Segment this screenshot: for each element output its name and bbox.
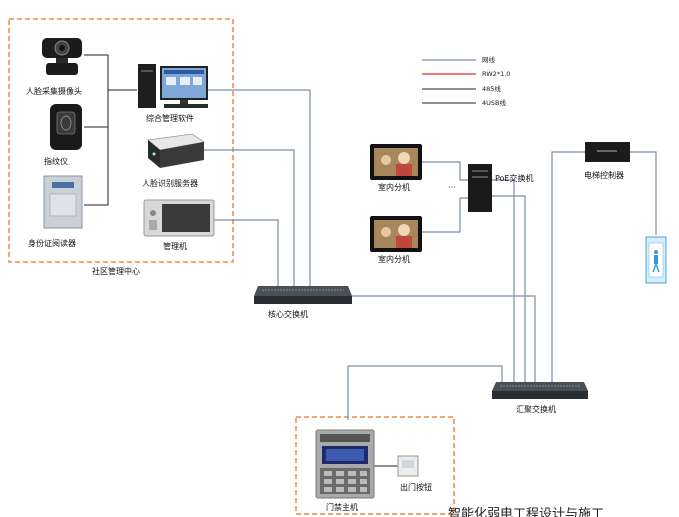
legend-label-network: 网线	[482, 55, 496, 64]
id-reader-icon	[43, 175, 83, 229]
computer-icon	[138, 64, 208, 108]
core-switch-icon	[254, 286, 352, 304]
core-switch-label: 核心交换机	[268, 309, 308, 319]
id-reader-label: 身份证阅读器	[28, 238, 76, 248]
network-links	[200, 89, 657, 420]
legend: 网线 RW2*1.0 485线 4USB线	[422, 55, 510, 107]
exit-button-icon	[397, 455, 419, 477]
poe-switch-icon	[468, 164, 492, 212]
elevator-controller-label: 电梯控制器	[584, 170, 624, 180]
elevator-icon	[645, 236, 667, 284]
legend-label-485: 485线	[482, 84, 501, 93]
face-camera-label: 人脸采集摄像头	[26, 86, 82, 96]
community-center-label: 社区管理中心	[92, 266, 140, 276]
aggregation-switch-icon	[492, 382, 588, 399]
fingerprint-label: 指纹仪	[44, 156, 68, 166]
legend-label-rw: RW2*1.0	[482, 70, 510, 78]
legend-label-usb: 4USB线	[482, 98, 506, 107]
watermark: 智能化弱电工程设计与施工	[448, 507, 604, 517]
dots-label: ···	[448, 183, 456, 192]
elevator-controller-icon	[585, 142, 630, 162]
poe-switch-label: PoE交换机	[495, 173, 534, 183]
manager-terminal-icon	[143, 199, 215, 237]
indoor-unit-1-icon	[370, 144, 422, 180]
indoor-unit-2-label: 室内分机	[378, 254, 410, 264]
community-center-boundary	[8, 18, 234, 263]
usb-links	[84, 54, 137, 206]
door-master-label: 门禁主机	[326, 502, 358, 512]
mgmt-software-label: 综合管理软件	[146, 113, 194, 123]
door-master-icon	[315, 429, 375, 499]
manager-label: 管理机	[163, 241, 187, 251]
aggregation-switch-label: 汇聚交换机	[516, 404, 556, 414]
face-server-label: 人脸识别服务器	[142, 178, 198, 188]
face-camera-icon	[42, 38, 82, 75]
indoor-unit-2-icon	[370, 216, 422, 252]
indoor-unit-1-label: 室内分机	[378, 182, 410, 192]
server-icon	[147, 133, 206, 168]
exit-button-label: 出门按钮	[400, 482, 432, 492]
fingerprint-reader-icon	[50, 104, 82, 150]
